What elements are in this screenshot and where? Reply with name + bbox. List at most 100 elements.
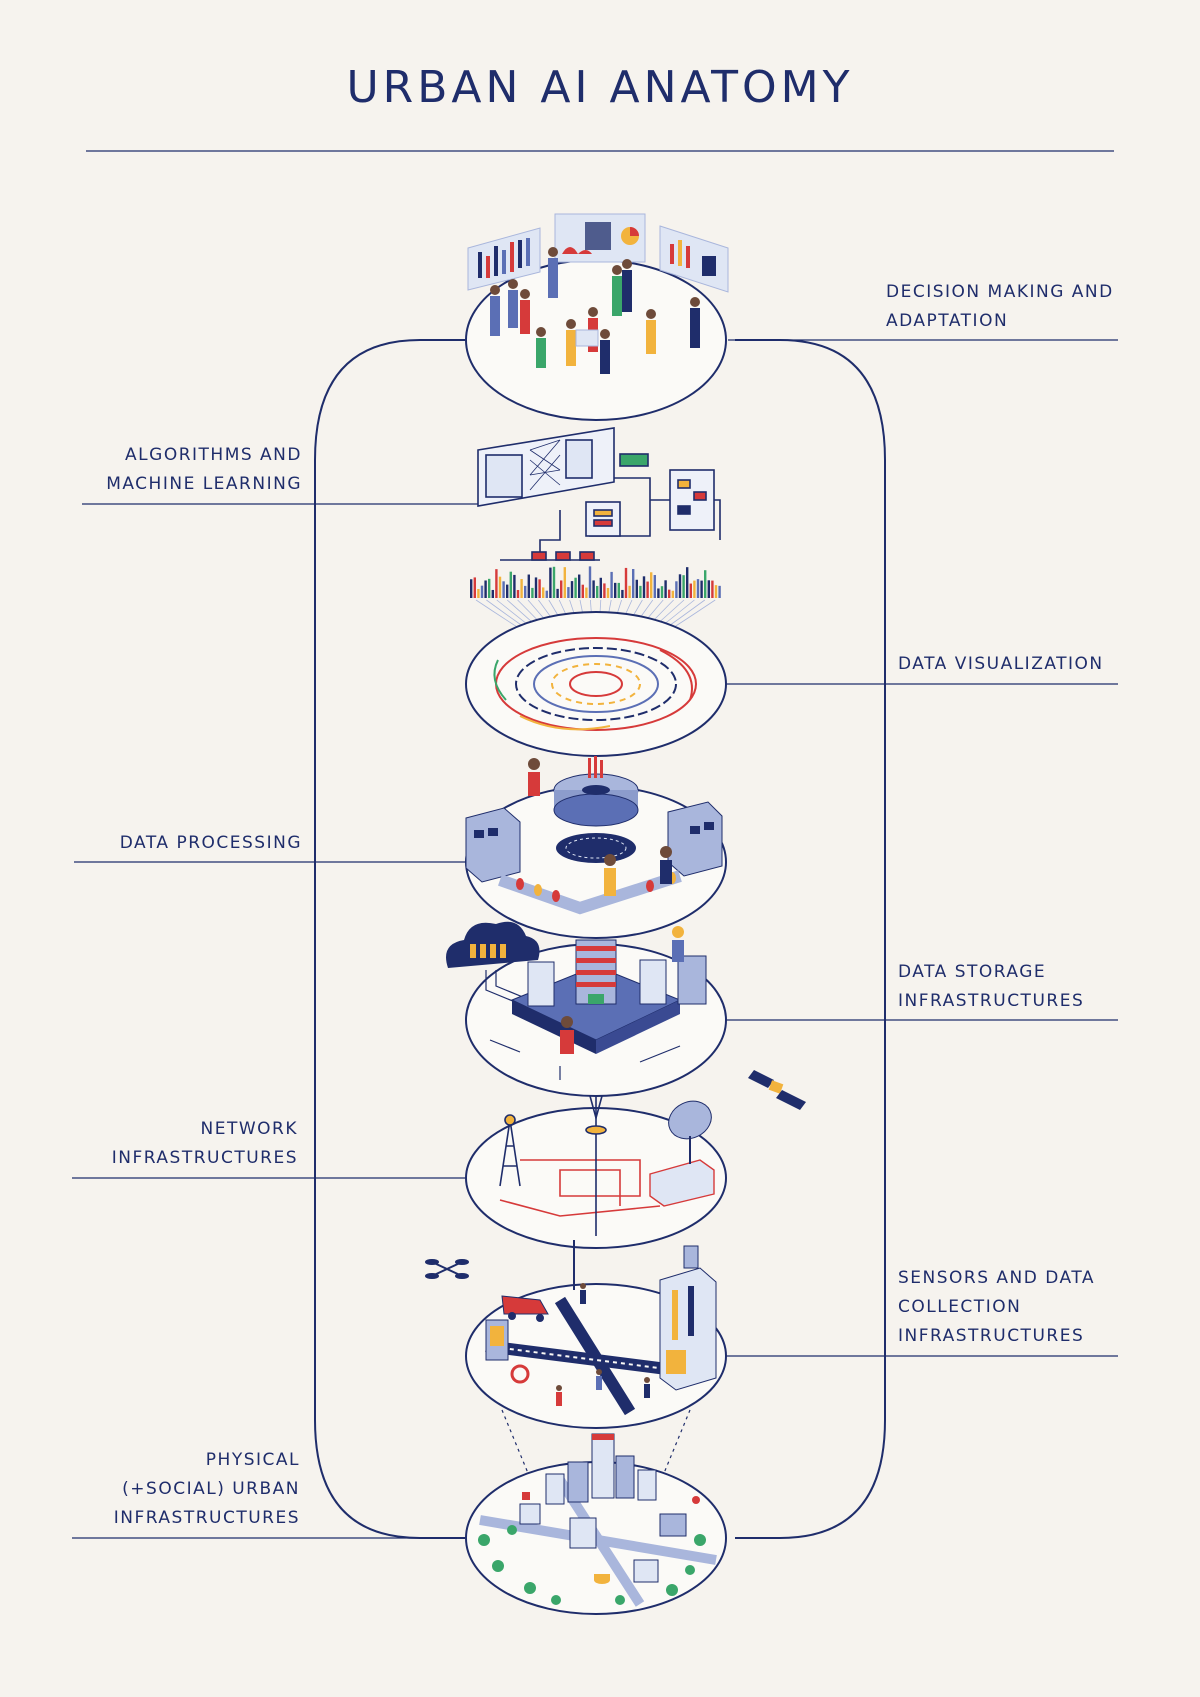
algorithms-layer-illustration — [477, 427, 721, 561]
bar-mark — [704, 570, 707, 598]
location-pin-icon — [510, 1364, 530, 1384]
server-unit-right — [667, 801, 723, 877]
bar-mark — [549, 567, 552, 598]
bar-mark — [639, 585, 642, 598]
bar-mark — [628, 585, 631, 598]
label-line: DECISION MAKING AND — [886, 282, 1114, 302]
label-line: PHYSICAL — [205, 1450, 300, 1470]
bar-mark — [632, 569, 635, 598]
decision-layer-illustration — [465, 213, 729, 421]
sensor-building — [659, 1245, 717, 1391]
bar-mark — [696, 579, 700, 598]
cloud-icon — [446, 921, 540, 1005]
bar-mark — [614, 582, 617, 598]
label-line: DATA STORAGE — [898, 962, 1047, 982]
bar-mark — [678, 574, 682, 598]
bar-mark — [480, 585, 484, 598]
radio-tower — [499, 1114, 521, 1187]
people-group — [490, 247, 700, 374]
bar-mark — [610, 571, 613, 598]
bar-mark — [502, 581, 505, 598]
bus-stop — [485, 1319, 509, 1361]
label-data-visualization: DATA VISUALIZATION — [898, 650, 1104, 679]
bar-mark — [657, 588, 660, 598]
storage-tower — [575, 939, 617, 1005]
label-line: DATA PROCESSING — [119, 833, 302, 853]
dashboard-screen-right — [659, 225, 729, 293]
label-algorithms: ALGORITHMS AND MACHINE LEARNING — [106, 441, 302, 499]
bar-mark — [552, 566, 556, 598]
bar-mark — [707, 580, 710, 598]
label-line: DATA VISUALIZATION — [898, 654, 1104, 674]
bar-mark — [646, 581, 649, 598]
bar-mark — [682, 575, 685, 598]
label-line: NETWORK — [200, 1119, 298, 1139]
network-layer-illustration — [465, 1095, 727, 1249]
bar-mark — [470, 579, 473, 598]
bar-mark — [650, 572, 653, 598]
drone-icon — [425, 1259, 469, 1279]
bar-mark — [556, 588, 559, 598]
bar-mark — [473, 577, 476, 598]
label-line: COLLECTION — [898, 1297, 1022, 1317]
bar-mark — [621, 589, 624, 598]
bar-mark — [581, 584, 584, 598]
technician-figures — [560, 926, 684, 1054]
bar-mark — [567, 587, 570, 598]
bar-mark — [693, 580, 696, 598]
city-trees — [478, 1525, 706, 1605]
bar-mark — [477, 588, 480, 598]
bar-mark — [592, 580, 595, 598]
processing-layer-illustration — [465, 756, 727, 939]
bar-mark — [596, 585, 599, 598]
bar-mark — [700, 580, 703, 598]
sensors-layer-illustration — [465, 1240, 727, 1429]
bar-mark — [570, 581, 574, 598]
satellite-dish — [649, 1100, 715, 1207]
bar-mark — [513, 574, 516, 598]
label-data-processing: DATA PROCESSING — [120, 829, 302, 858]
label-line: INFRASTRUCTURES — [898, 1326, 1085, 1346]
bar-strip — [470, 566, 721, 598]
cell-mast — [585, 1095, 607, 1236]
bar-mark — [524, 585, 527, 598]
bar-mark — [516, 590, 520, 598]
worker-figures — [528, 758, 672, 896]
bar-mark — [599, 577, 602, 598]
bar-mark — [671, 590, 674, 598]
bar-mark — [588, 566, 592, 598]
bar-mark — [664, 580, 667, 598]
bar-mark — [534, 577, 538, 598]
bar-mark — [642, 576, 646, 598]
bar-mark — [538, 579, 541, 598]
bar-mark — [527, 574, 530, 598]
label-line: MACHINE LEARNING — [106, 474, 302, 494]
bar-mark — [560, 580, 563, 598]
bar-mark — [488, 578, 491, 598]
label-network: NETWORK INFRASTRUCTURES — [112, 1115, 298, 1173]
storage-layer-illustration — [446, 921, 727, 1097]
bar-mark — [675, 581, 678, 598]
bar-mark — [711, 580, 714, 598]
bar-mark — [531, 587, 534, 598]
bar-mark — [563, 567, 566, 598]
dashboard-screen-left — [467, 227, 541, 291]
bar-mark — [668, 589, 671, 598]
bar-mark — [578, 574, 581, 598]
bar-mark — [653, 575, 656, 598]
bar-mark — [484, 580, 487, 598]
bar-mark — [545, 590, 548, 598]
bar-mark — [624, 567, 628, 598]
label-line: SENSORS AND DATA — [898, 1268, 1096, 1288]
layer-frame — [314, 339, 886, 1539]
label-line: INFRASTRUCTURES — [898, 991, 1085, 1011]
label-line: INFRASTRUCTURES — [113, 1508, 300, 1528]
city-layer-illustration — [465, 1433, 727, 1615]
bar-mark — [606, 588, 610, 598]
page-title: URBAN AI ANATOMY — [346, 62, 854, 113]
label-line: ADAPTATION — [886, 311, 1009, 331]
label-sensors: SENSORS AND DATA COLLECTION INFRASTRUCTU… — [898, 1264, 1095, 1351]
bar-mark — [506, 584, 509, 598]
label-data-storage: DATA STORAGE INFRASTRUCTURES — [898, 958, 1084, 1016]
